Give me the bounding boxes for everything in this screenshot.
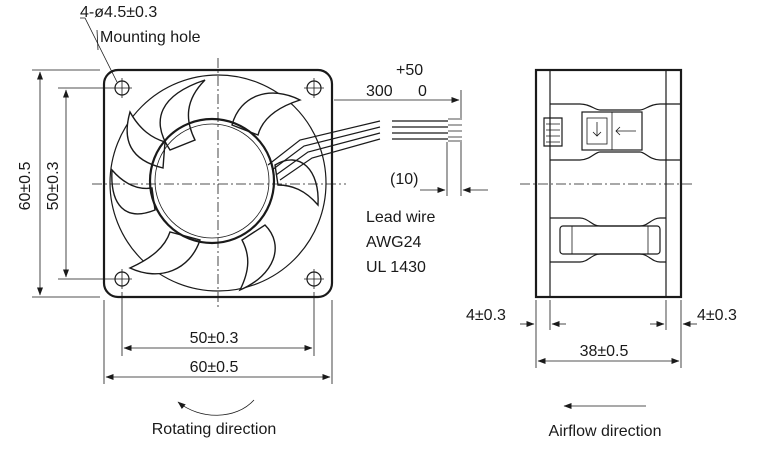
lead-wire-label: Lead wire [366, 209, 435, 226]
airflow-direction-label: Airflow direction [549, 423, 662, 440]
rotation-arrow [177, 399, 255, 416]
wire-length: 300 [366, 83, 393, 100]
side-view-dimensions: 4±0.3 4±0.3 38±0.5 Airflow direction [466, 300, 737, 440]
depth-dimension: 38±0.5 [580, 343, 629, 360]
wire-standard-label: UL 1430 [366, 259, 426, 276]
width-outer-dimension: 60±0.5 [190, 359, 239, 376]
width-inner-dimension: 50±0.3 [190, 330, 239, 347]
mounting-holes [112, 78, 324, 289]
height-outer-dimension: 60±0.5 [17, 161, 34, 210]
rotating-direction-label: Rotating direction [152, 421, 277, 438]
wire-strip-length: (10) [390, 171, 418, 188]
hole-callout-text: 4-ø4.5±0.3 [80, 4, 157, 21]
fan-hub [148, 117, 276, 245]
wire-gauge-label: AWG24 [366, 234, 422, 251]
wire-tolerance-upper: +50 [396, 62, 423, 79]
height-inner-dimension: 50±0.3 [45, 161, 62, 210]
fan-blades [111, 79, 319, 292]
side-view [520, 68, 694, 299]
lead-wire-bundle [267, 118, 462, 181]
front-view [92, 58, 462, 308]
lead-wire-dimensions: +50 300 0 (10) Lead wire AWG24 UL 1430 [334, 62, 488, 276]
side-frame-outline [534, 68, 683, 299]
fan-shroud [109, 74, 327, 292]
front-view-dimensions: 4-ø4.5±0.3 Mounting hole 60±0.5 50±0.3 5… [17, 4, 333, 438]
mounting-hole-label: Mounting hole [100, 29, 201, 46]
wire-tolerance-lower: 0 [418, 83, 427, 100]
right-flange-dimension: 4±0.3 [697, 307, 737, 324]
left-flange-dimension: 4±0.3 [466, 307, 506, 324]
